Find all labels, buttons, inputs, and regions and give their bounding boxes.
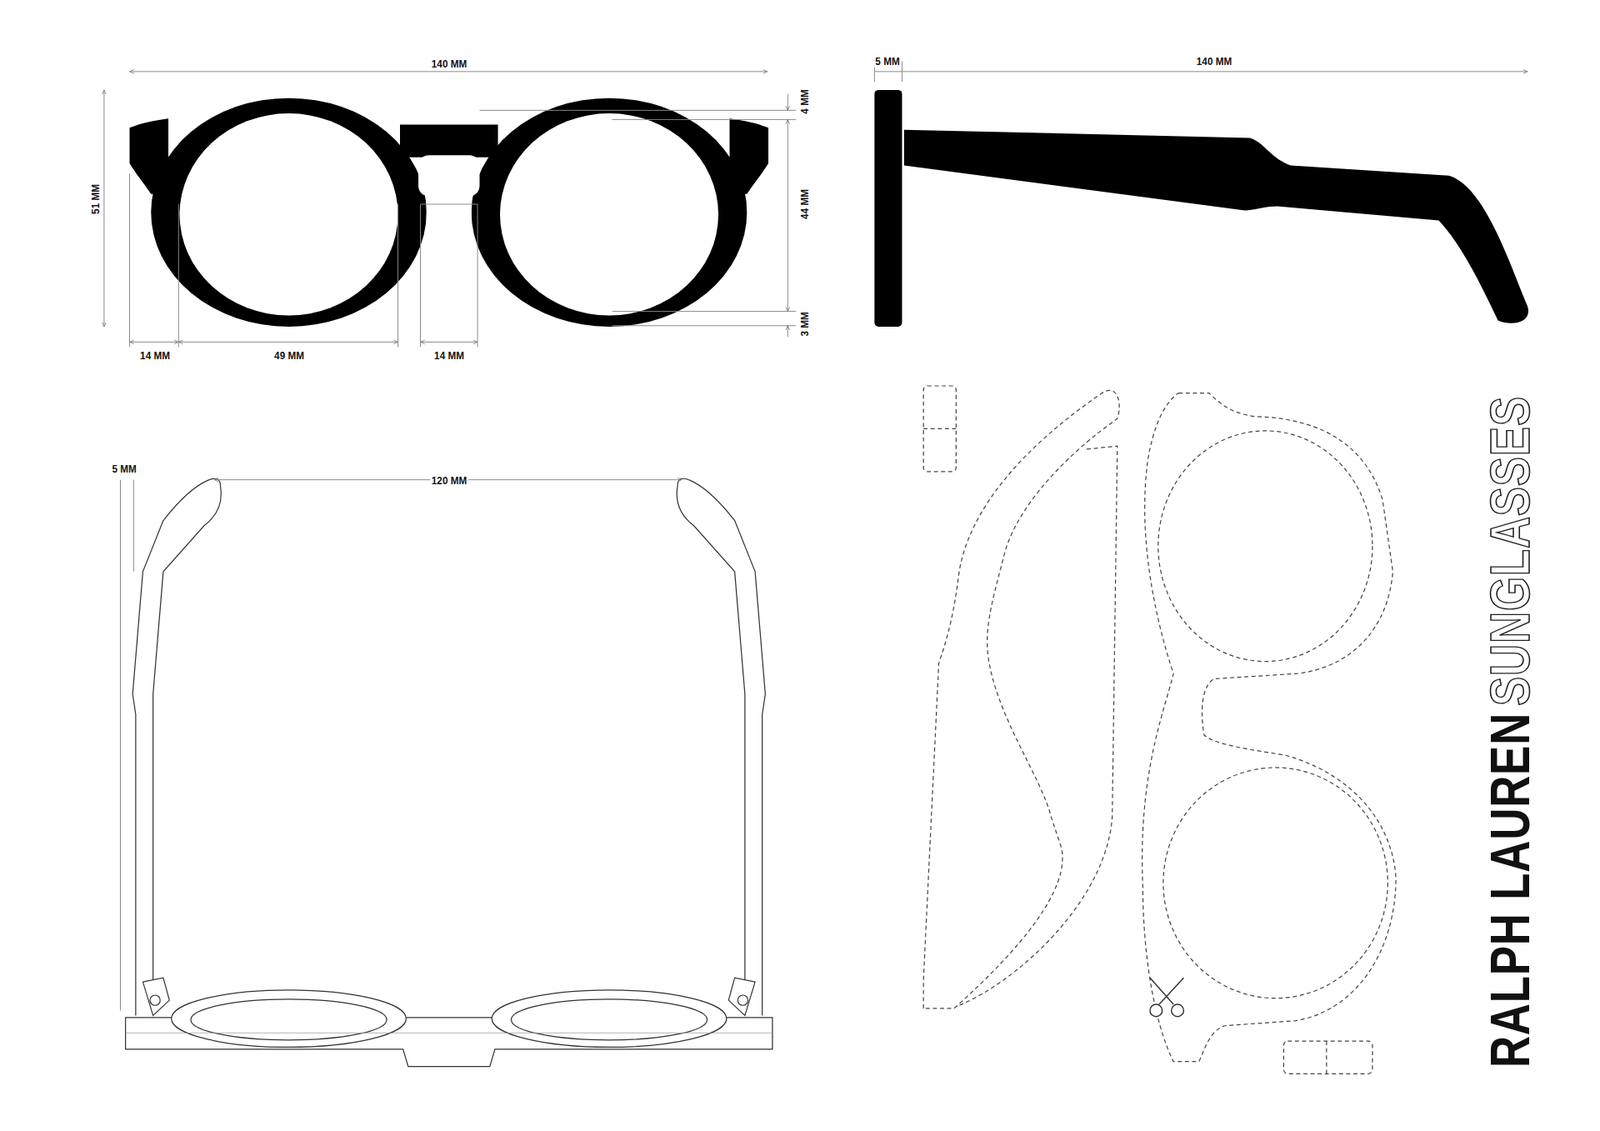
drawing-stroke — [178, 204, 180, 347]
drawing-stroke — [129, 173, 130, 347]
drawing-stroke — [1142, 393, 1396, 1062]
drawing-stroke — [901, 61, 903, 82]
drawing-stroke — [133, 480, 135, 572]
dimension-label: 14 MM — [138, 349, 171, 362]
top-dimensions — [120, 480, 681, 1011]
drawing-stroke — [130, 341, 180, 343]
drawing-stroke — [480, 110, 797, 111]
drawing-stroke — [676, 485, 745, 982]
front-dimensions — [104, 71, 796, 348]
dimension-label: 4 MM — [797, 88, 810, 116]
side-view — [874, 90, 1529, 327]
scissors-icon — [1150, 977, 1184, 1017]
drawing-stroke — [420, 204, 478, 205]
drawing-stroke — [190, 999, 387, 1040]
drawing-stroke — [477, 204, 479, 347]
brand-title: RALPH LAUREN — [1482, 712, 1538, 1068]
drawing-stroke — [1171, 1004, 1185, 1017]
dimension-label: 120 MM — [430, 473, 469, 486]
dimension-label: 5 MM — [874, 55, 902, 68]
dimension-label: 14 MM — [432, 349, 465, 362]
drawing-stroke — [420, 341, 478, 343]
drawing-stroke — [142, 977, 170, 1015]
drawing-stroke — [1159, 977, 1184, 1005]
left-rim — [150, 98, 427, 327]
drawing-stroke — [787, 325, 789, 337]
drawing-stroke — [1150, 977, 1174, 1005]
drawing-stroke — [491, 990, 727, 1048]
drawing-stroke — [728, 977, 755, 1015]
left-lens — [180, 113, 399, 315]
cutout-template — [923, 385, 1396, 1074]
drawing-stroke — [901, 70, 1528, 72]
drawing-stroke — [612, 310, 796, 312]
product-title: SUNGLASSES — [1482, 395, 1538, 706]
dimension-label: 3 MM — [797, 310, 810, 339]
drawing-stroke — [420, 204, 421, 347]
drawing-stroke — [612, 119, 796, 120]
drawing-stroke — [510, 999, 707, 1040]
drawing-stroke — [737, 995, 748, 1005]
drawing-stroke — [132, 480, 210, 1016]
drawing-stroke — [1283, 1040, 1373, 1074]
drawing-stroke — [1158, 430, 1373, 662]
right-rim — [471, 98, 748, 327]
drawing-stroke — [1163, 767, 1388, 999]
dimension-label: 51 MM — [88, 182, 101, 215]
drawing-stroke — [923, 385, 956, 472]
drawing-stroke — [1325, 1040, 1327, 1074]
drawing-stroke — [959, 445, 1118, 1005]
front-view — [130, 98, 770, 343]
drawing-stroke — [130, 70, 768, 72]
drawing-stroke — [150, 995, 160, 1005]
nose-clear — [426, 189, 472, 343]
dimension-label: 140 MM — [430, 56, 469, 70]
bridge — [400, 125, 499, 158]
dimension-label: 5 MM — [110, 462, 139, 475]
dimension-label: 44 MM — [797, 187, 810, 220]
drawing-stroke — [171, 990, 407, 1048]
drawing-stroke — [787, 94, 789, 111]
drawing-stroke — [874, 70, 902, 72]
drawing-stroke — [153, 485, 222, 982]
dimension-label: 140 MM — [1195, 55, 1234, 68]
drawing-stroke — [178, 341, 398, 343]
dimension-label: 49 MM — [272, 349, 305, 362]
right-endpiece — [730, 118, 770, 195]
temple-profile — [904, 130, 1529, 324]
drawing-stroke — [103, 90, 105, 327]
drawing-stroke — [923, 390, 1120, 1009]
drawing-stroke — [612, 325, 796, 326]
right-lens — [500, 113, 719, 315]
drawing-stroke — [120, 480, 121, 1011]
front-profile — [874, 90, 902, 327]
drawing-stroke — [787, 119, 789, 311]
drawing-stroke — [923, 428, 956, 430]
left-endpiece — [130, 118, 170, 195]
drawing-stroke — [397, 204, 399, 347]
top-view — [125, 478, 773, 1066]
drawing-stroke — [689, 480, 766, 1016]
drawing-stroke — [125, 1032, 773, 1034]
drawing-stroke — [1150, 1004, 1163, 1017]
